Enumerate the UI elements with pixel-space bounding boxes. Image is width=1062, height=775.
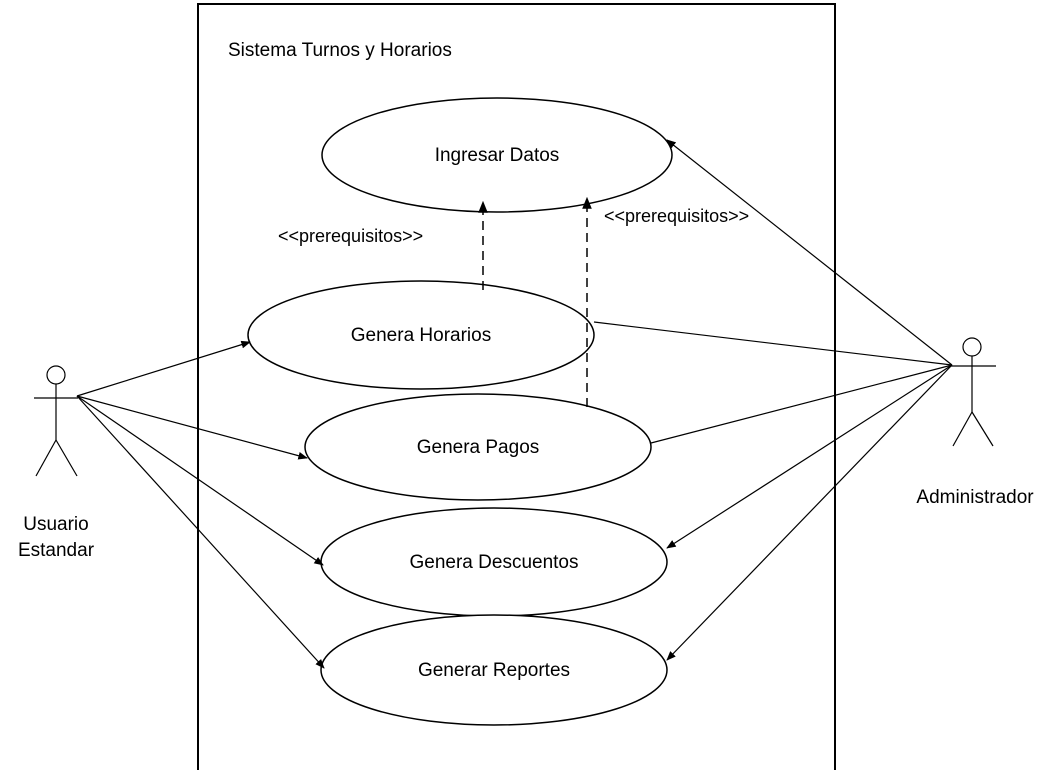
use-case-label: Ingresar Datos — [435, 145, 560, 166]
use-case-label: Generar Reportes — [418, 660, 570, 681]
actor-usuario-estandar — [34, 365, 78, 477]
actor-usuario-label-line1: Usuario — [23, 514, 88, 535]
actor-head — [46, 365, 66, 385]
admin-associations — [593, 139, 953, 661]
stereotype-label-right: <<prerequisitos>> — [604, 206, 749, 226]
usuario-associations — [76, 340, 325, 669]
stereotype-label-left: <<prerequisitos>> — [278, 226, 423, 246]
use-case-genera-descuentos: Genera Descuentos — [320, 507, 668, 617]
actor-usuario-label-line2: Estandar — [18, 540, 95, 561]
system-boundary — [197, 3, 836, 775]
actor-head — [962, 337, 982, 357]
system-title: Sistema Turnos y Horarios — [228, 40, 452, 61]
use-case-genera-pagos: Genera Pagos — [304, 393, 652, 501]
actor-administrador — [950, 337, 996, 447]
use-case-ingresar-datos: Ingresar Datos — [321, 97, 673, 213]
use-case-label: Genera Pagos — [417, 437, 540, 458]
use-case-genera-horarios: Genera Horarios — [247, 280, 595, 390]
use-case-label: Genera Horarios — [351, 325, 491, 346]
use-case-label: Genera Descuentos — [410, 552, 579, 573]
use-case-generar-reportes: Generar Reportes — [320, 614, 668, 726]
actor-administrador-label: Administrador — [916, 487, 1034, 508]
